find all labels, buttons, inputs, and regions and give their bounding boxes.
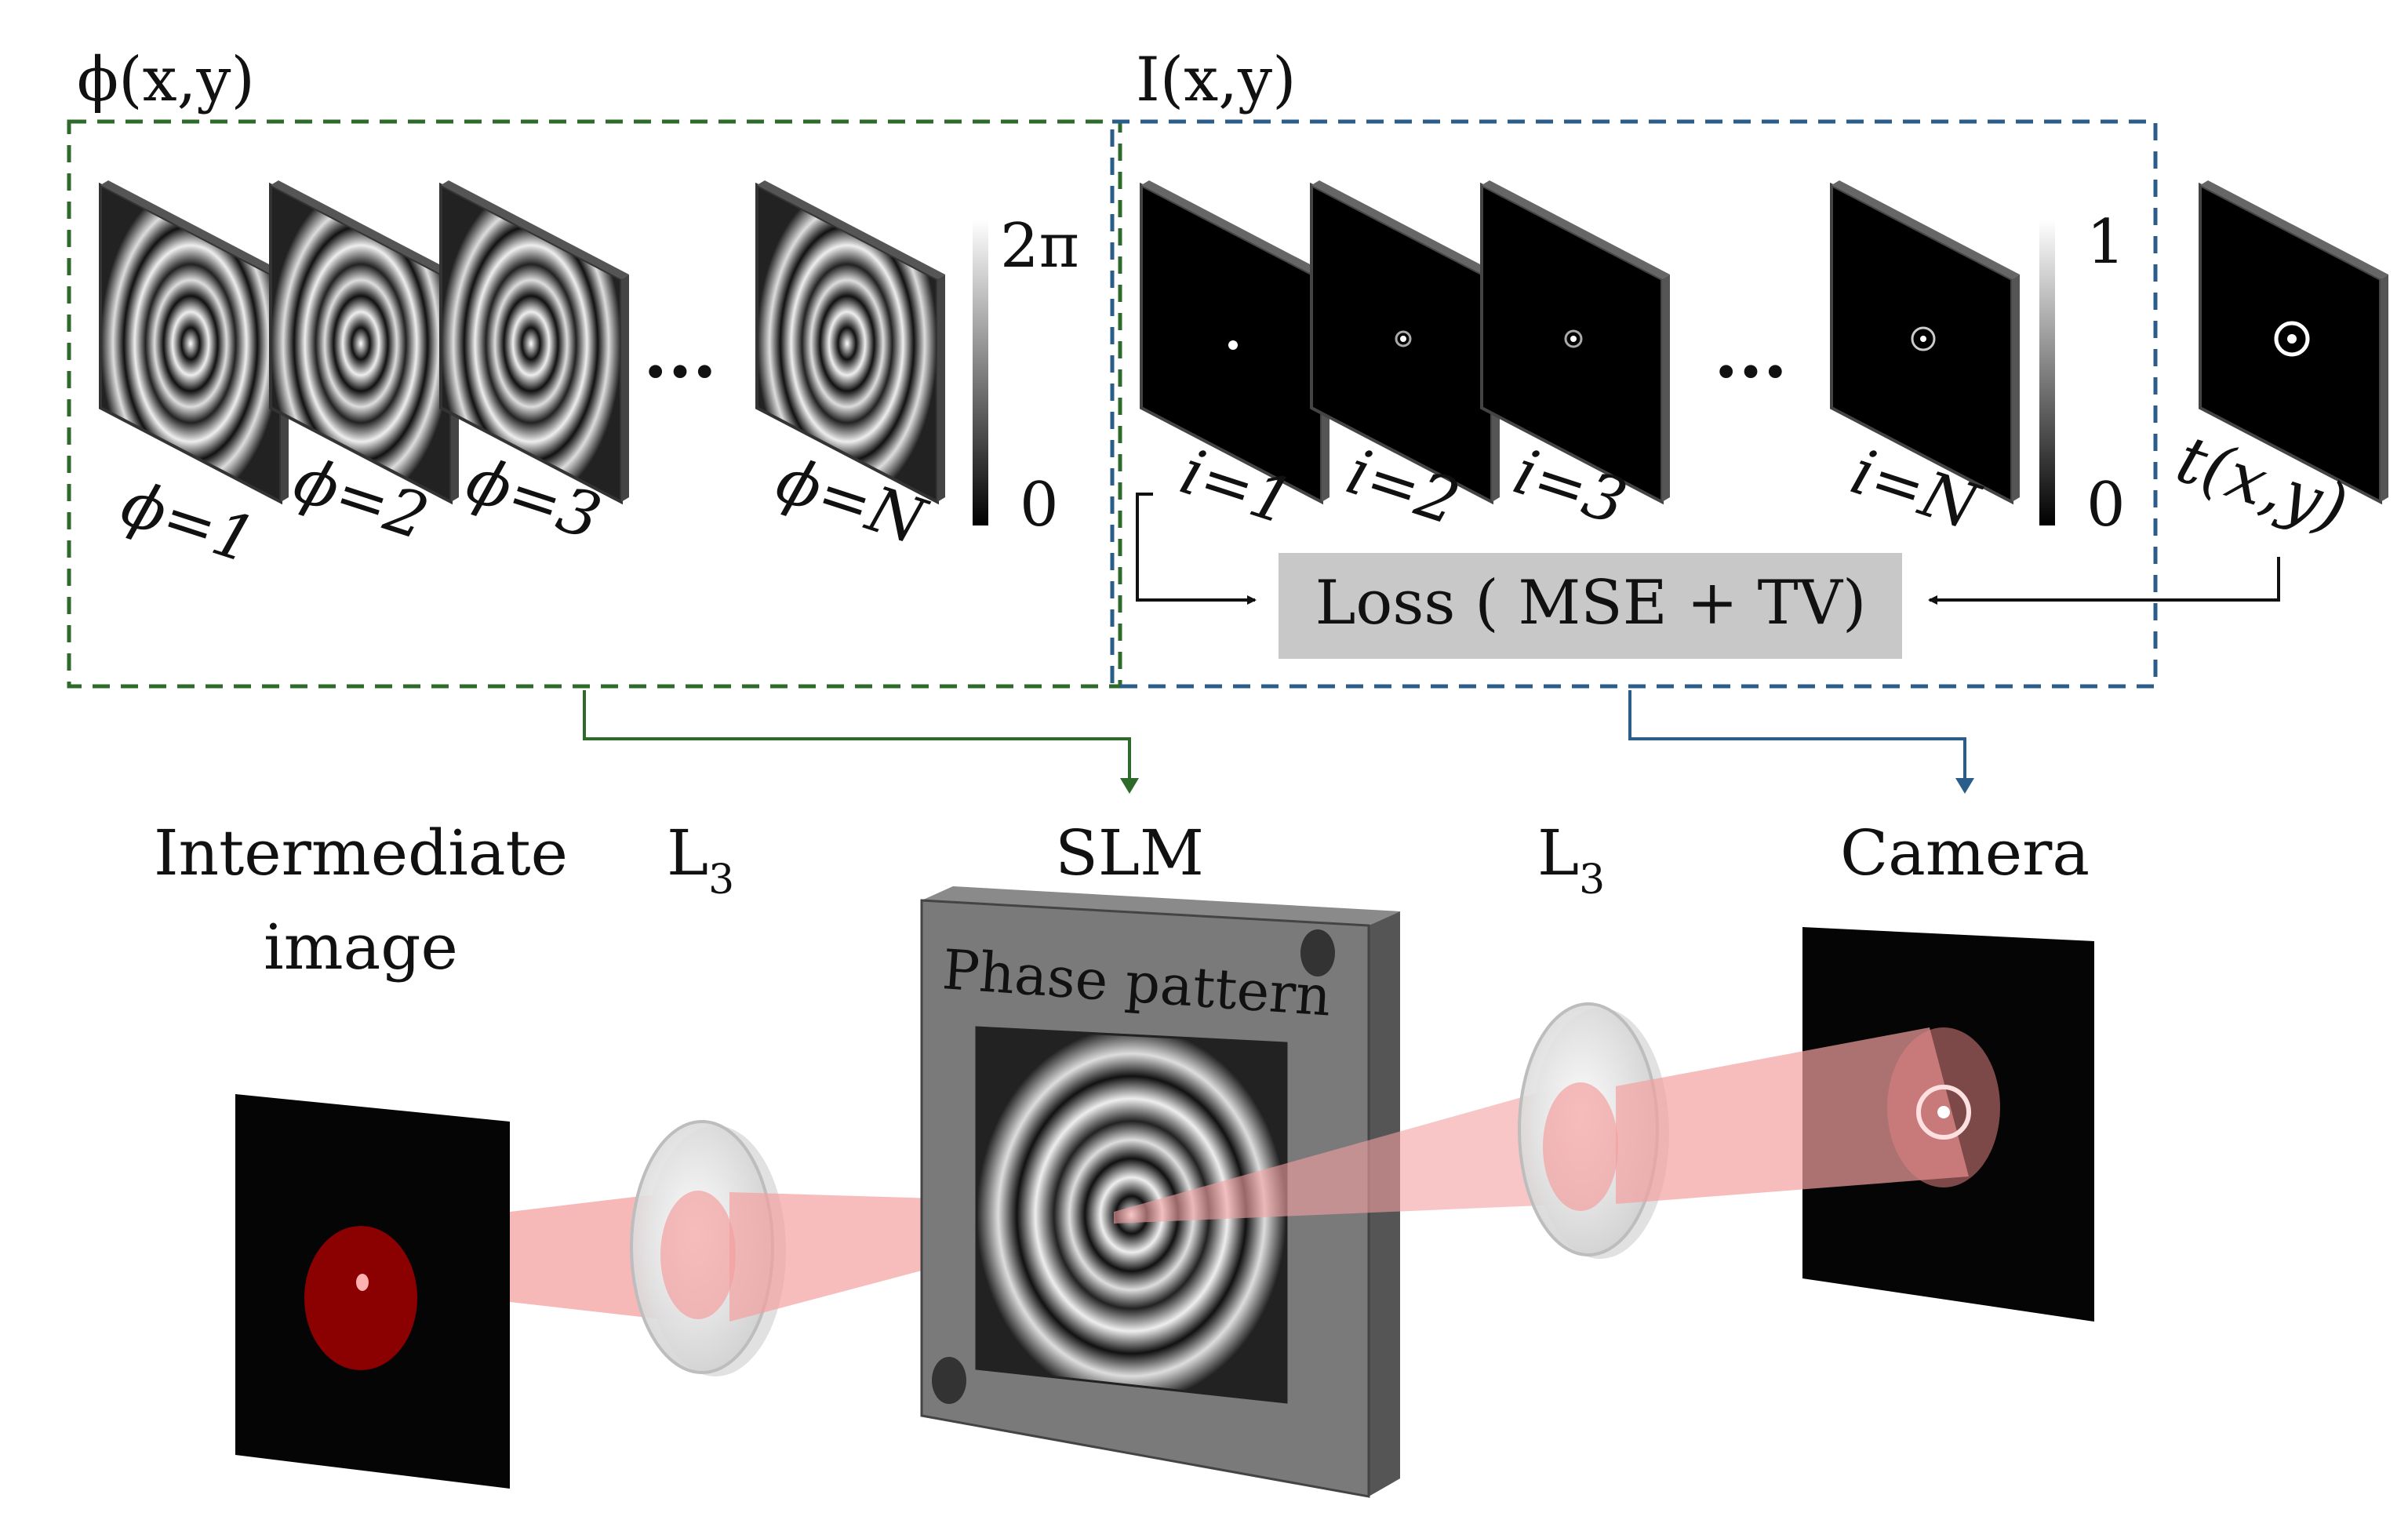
intensity-box-title: I(x,y) — [1136, 45, 1297, 115]
phase-frame-n — [755, 180, 945, 505]
phase-box — [67, 119, 1122, 689]
camera-ring-center — [1937, 1106, 1950, 1118]
intensity-to-camera-arrow — [1628, 690, 1974, 794]
lens-left-label: L3 — [667, 816, 734, 904]
phase-frame-3 — [439, 180, 629, 505]
intensity-colorbar-max: 1 — [2086, 207, 2126, 278]
phase-colorbar-max: 2π — [1000, 211, 1079, 282]
intensity-ellipsis: ··· — [1714, 330, 1788, 413]
beam-segment-4 — [1616, 1027, 1969, 1204]
intensity-colorbar-min: 0 — [2086, 470, 2126, 540]
intensity-frame-2 — [1310, 180, 1500, 505]
phase-colorbar — [973, 220, 988, 525]
phase-colorbar-min: 0 — [1020, 470, 1059, 540]
target-frame — [2199, 180, 2388, 505]
loss-arrow-left — [1136, 493, 1257, 605]
intensity-frame-3 — [1480, 180, 1670, 505]
intermediate-image-screen — [235, 1094, 510, 1489]
intensity-frame-1 — [1140, 180, 1329, 505]
loss-box — [1279, 553, 1902, 659]
phase-ellipsis: ··· — [643, 330, 717, 413]
loss-label: Loss ( MSE + TV) — [1315, 568, 1867, 638]
camera-ring-outer — [1916, 1085, 1971, 1140]
intermediate-image-label-1: Intermediate — [154, 816, 568, 889]
phase-frame-1 — [99, 180, 289, 505]
slm-label: SLM — [1055, 816, 1204, 889]
camera-label: Camera — [1840, 816, 2090, 889]
intensity-box — [1110, 119, 2158, 689]
loss-arrow-right — [1928, 557, 2280, 605]
intensity-colorbar — [2039, 220, 2055, 525]
intermediate-image-label-2: image — [264, 911, 458, 984]
beam-segment-3 — [1114, 1086, 1577, 1224]
lens-right-label: L3 — [1537, 816, 1605, 904]
phase-to-slm-arrow — [583, 690, 1139, 794]
phase-box-title: ϕ(x,y) — [77, 45, 255, 115]
phase-frame-2 — [269, 180, 459, 505]
intensity-frame-n — [1830, 180, 2020, 505]
